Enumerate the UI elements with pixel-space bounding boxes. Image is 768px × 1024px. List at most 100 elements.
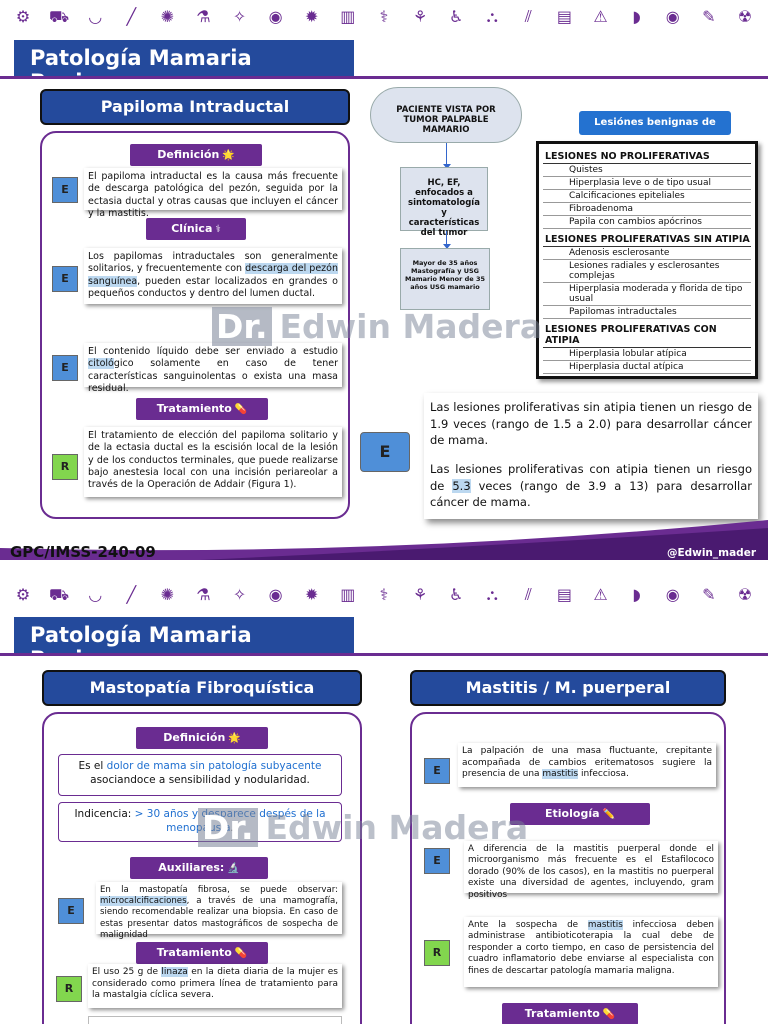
title-divider — [0, 653, 768, 656]
mastitis-text-3: Ante la sospecha de mastitis infecciosa … — [464, 917, 718, 987]
lesion-item: Calcificaciones epiteliales — [543, 190, 751, 203]
eye-icon: ◉ — [665, 7, 680, 26]
wheelchair-icon: ♿ — [448, 7, 464, 26]
recommendation-badge: R — [56, 976, 82, 1002]
pill-icon: ◉ — [268, 7, 283, 26]
radiation-icon: ☢ — [737, 7, 753, 26]
footer-wave — [0, 520, 768, 560]
pill-icon: 💊 — [602, 1009, 616, 1020]
ambulance-icon: ⛟ — [49, 7, 70, 26]
scalpel-icon: ╱ — [126, 585, 137, 604]
auxiliares-text: En la mastopatía fibrosa, se puede obser… — [96, 882, 342, 940]
clinica-text-1: Los papilomas intraductales son generalm… — [84, 248, 342, 304]
virus-icon: ✹ — [305, 585, 319, 604]
brain-icon: ✺ — [160, 7, 175, 26]
brain-icon: ✺ — [160, 585, 175, 604]
alert-icon: ⚠ — [593, 585, 608, 604]
lesion-item: Fibroadenoma — [543, 203, 751, 216]
recommendation-badge: R — [424, 940, 450, 966]
icon-row-bottom: ⚙⛟◡╱✺⚗✧◉✹▥⚕⚘♿⛬⫽▤⚠◗◉✎☢ — [0, 578, 768, 612]
page-title: Patología Mamaria Benigna — [14, 617, 354, 671]
risk-paragraph-1: Las lesiones proliferativas sin atipia t… — [430, 400, 752, 448]
page-title: Patología Mamaria Benigna — [14, 40, 354, 94]
flow-arrow — [443, 143, 451, 169]
evidence-badge: E — [360, 432, 410, 472]
stethoscope-icon: ⚕ — [215, 224, 221, 235]
watermark: Dr.Edwin Madera — [212, 307, 542, 346]
bacteria-icon: ✧ — [232, 7, 247, 26]
next-text-box — [88, 1016, 342, 1024]
ambulance-icon: ⛟ — [49, 585, 70, 604]
tratamiento-text: El uso 25 g de linaza en la dieta diaria… — [88, 964, 342, 1008]
definicion-header: Definición🌟 — [136, 727, 268, 749]
lesion-item: Lesiones radiales y esclerosantes comple… — [543, 260, 751, 283]
pill-icon: 💊 — [234, 948, 248, 959]
kidney-icon: ◗ — [632, 585, 641, 604]
lesion-item: Hiperplasia ductal atípica — [543, 361, 751, 374]
risk-paragraph-2: Las lesiones proliferativas con atipia t… — [430, 462, 752, 510]
microscope-icon: ⚗ — [196, 7, 211, 26]
microscope-icon: 🔬 — [227, 863, 240, 874]
tratamiento-text: El tratamiento de elección del papiloma … — [84, 427, 342, 497]
flow-start: PACIENTE VISTA POR TUMOR PALPABLE MAMARI… — [370, 87, 522, 143]
evidence-badge: E — [52, 177, 78, 203]
tooth-icon: ◡ — [88, 7, 103, 26]
clinica-text-2: El contenido líquido debe ser enviado a … — [84, 343, 342, 394]
evidence-badge: E — [424, 758, 450, 784]
monitor-icon: ▥ — [340, 585, 356, 604]
evidence-badge: E — [58, 898, 84, 924]
recommendation-badge: R — [52, 454, 78, 480]
flow-step-2: HC, EF, enfocados a sintomatología y car… — [400, 167, 488, 238]
ecg-icon: ▤ — [556, 7, 572, 26]
title-divider — [0, 76, 768, 79]
evidence-badge: E — [424, 848, 450, 874]
stretcher-icon: ⛬ — [486, 585, 498, 604]
section-header-mastopatia: Mastopatía Fibroquística — [42, 670, 362, 706]
mastitis-text-1: La palpación de una masa fluctuante, cre… — [458, 743, 716, 787]
kidney-icon: ◗ — [632, 7, 641, 26]
lesion-category: LESIONES PROLIFERATIVAS SIN ATIPIA — [543, 234, 751, 247]
footer-handle: @Edwin_mader — [666, 547, 756, 559]
pencil-icon: ✏️ — [602, 809, 615, 820]
virus-icon: ✹ — [305, 7, 319, 26]
definicion-header: Definición🌟 — [130, 144, 262, 166]
ribbon-icon: ⚙ — [15, 7, 31, 26]
mastitis-text-2: A diferencia de la mastitis puerperal do… — [464, 841, 718, 900]
definicion-text: El papiloma intraductal es la causa más … — [84, 168, 342, 219]
definicion-text: Es el dolor de mama sin patología subyac… — [58, 754, 342, 796]
eye-icon: ◉ — [665, 585, 680, 604]
pill-icon: 💊 — [234, 404, 248, 415]
evidence-badge: E — [52, 266, 78, 292]
monitor-icon: ▥ — [340, 7, 356, 26]
lesion-item: Papila con cambios apócrinos — [543, 216, 751, 229]
tools-icon: ⫽ — [524, 585, 532, 604]
risk-text: Las lesiones proliferativas sin atipia t… — [424, 393, 758, 519]
auxiliares-header: Auxiliares:🔬 — [130, 857, 268, 879]
icon-row-top: ⚙⛟◡╱✺⚗✧◉✹▥⚕⚘♿⛬⫽▤⚠◗◉✎☢ — [0, 0, 768, 34]
flow-step-3: Mayor de 35 años Mastografía y USG Mamar… — [400, 248, 490, 310]
tooth-icon: ◡ — [88, 585, 103, 604]
tratamiento-header: Tratamiento💊 — [502, 1003, 638, 1024]
syringe-bed-icon: ⚕ — [379, 7, 389, 26]
tratamiento-header: Tratamiento💊 — [136, 398, 268, 420]
stretcher-icon: ⛬ — [486, 7, 498, 26]
ecg-icon: ▤ — [556, 585, 572, 604]
ribbon-icon: ⚙ — [15, 585, 31, 604]
star-icon: 🌟 — [228, 733, 241, 744]
evidence-badge: E — [52, 355, 78, 381]
tools-icon: ⫽ — [524, 7, 532, 26]
footer-guide-code: GPC/IMSS-240-09 — [10, 543, 156, 561]
bacteria-icon: ✧ — [232, 585, 247, 604]
injection-icon: ✎ — [702, 585, 716, 604]
lesion-item: Hiperplasia leve o de tipo usual — [543, 177, 751, 190]
lesion-item: Hiperplasia moderada y florida de tipo u… — [543, 283, 751, 306]
scalpel-icon: ╱ — [126, 7, 137, 26]
lesion-category: LESIONES PROLIFERATIVAS CON ATIPIA — [543, 322, 751, 348]
clinica-header: Clínica⚕ — [146, 218, 246, 240]
lesion-item: Quistes — [543, 164, 751, 177]
etiologia-header: Etiología✏️ — [510, 803, 650, 825]
alert-icon: ⚠ — [593, 7, 608, 26]
lesion-category: LESIONES NO PROLIFERATIVAS — [543, 149, 751, 164]
star-icon: 🌟 — [222, 150, 235, 161]
